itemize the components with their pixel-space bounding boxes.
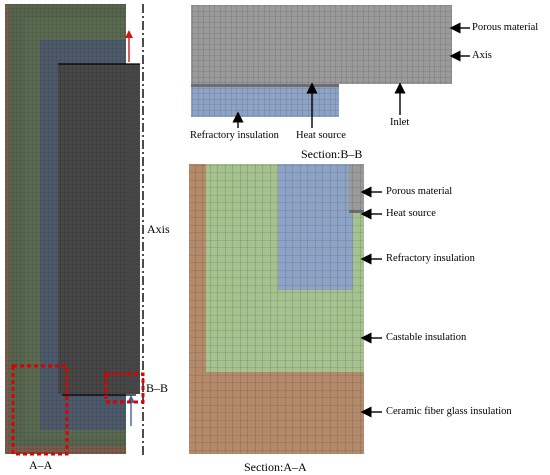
section-bb-caption: Section:B–B	[301, 147, 363, 161]
outlet-flow-arrow	[125, 30, 133, 62]
bb-porous-material-label: Porous material	[472, 22, 539, 33]
bb-refractory-insulation-label: Refractory insulation	[190, 130, 279, 141]
section-bb-highlight-box	[104, 372, 145, 404]
bb-heat-source-label: Heat source	[296, 130, 346, 141]
section-aa-pointers	[360, 186, 382, 418]
aa-porous-material-label: Porous material	[386, 186, 453, 197]
section-aa-mesh	[189, 164, 364, 454]
aa-castable-insulation-label: Castable insulation	[386, 332, 467, 343]
aa-refractory-insulation-label: Refractory insulation	[386, 253, 475, 264]
bb-axis-label: Axis	[472, 50, 492, 61]
section-aa-marker-label: A–A	[29, 458, 53, 472]
full-model-mesh	[5, 4, 140, 454]
bb-inlet-label: Inlet	[390, 117, 410, 128]
inlet-flow-arrow	[127, 395, 135, 426]
section-bb-marker-label: B–B	[146, 381, 169, 395]
axis-label: Axis	[147, 222, 170, 236]
section-bb-pointers	[232, 22, 470, 128]
aa-ceramic-fiber-label: Ceramic fiber glass insulation	[386, 406, 512, 417]
section-aa-caption: Section:A–A	[244, 460, 307, 474]
aa-heat-source-label: Heat source	[386, 208, 436, 219]
section-aa-highlight-box	[11, 364, 69, 456]
section-bb-mesh	[191, 5, 452, 117]
